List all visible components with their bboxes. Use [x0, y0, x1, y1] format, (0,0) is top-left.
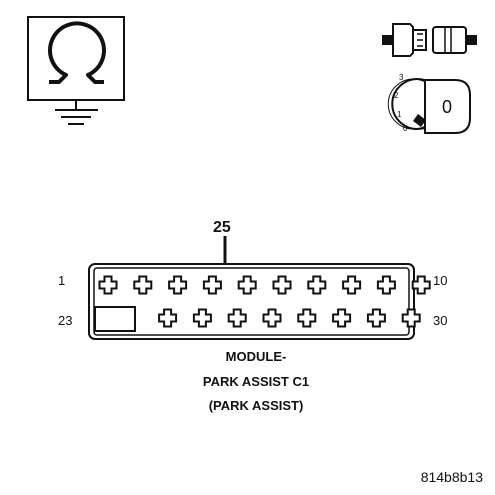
cavity-27 [297, 308, 317, 328]
cavity-10 [411, 275, 431, 295]
pin-label-30: 30 [433, 313, 447, 328]
cavity-23 [158, 308, 178, 328]
cavity-1 [98, 275, 118, 295]
cavity-28 [332, 308, 352, 328]
cavity-3 [168, 275, 188, 295]
key-position-3: 3 [399, 73, 404, 82]
key-position-0: 0 [403, 124, 408, 133]
cavity-26 [262, 308, 282, 328]
pin-label-23: 23 [58, 313, 72, 328]
caption-line-2: PARK ASSIST C1 [203, 374, 309, 389]
cavity-25 [227, 308, 247, 328]
cavity-5 [237, 275, 257, 295]
cavity-4 [202, 275, 222, 295]
cavity-2 [133, 275, 153, 295]
cavity-9 [376, 275, 396, 295]
connector-face [88, 263, 431, 340]
pin-label-1: 1 [58, 273, 65, 288]
callout-pin-number: 25 [213, 219, 231, 236]
cavity-29 [366, 308, 386, 328]
caption-line-1: MODULE- [226, 349, 287, 364]
key-position-2: 2 [394, 91, 399, 100]
cavity-8 [342, 275, 362, 295]
cavity-group [98, 275, 431, 328]
disconnected-connector-icon [382, 23, 477, 57]
pin-label-10: 10 [433, 273, 447, 288]
ignition-key-icon: 3 2 1 0 0 [387, 73, 471, 134]
cavity-6 [272, 275, 292, 295]
cavity-7 [307, 275, 327, 295]
key-label: 0 [442, 97, 452, 117]
cavity-30 [401, 308, 421, 328]
connector-latch [94, 306, 136, 332]
cavity-24 [192, 308, 212, 328]
ohmmeter-ground-icon [27, 16, 125, 125]
caption-line-3: (PARK ASSIST) [209, 398, 304, 413]
key-position-1: 1 [397, 110, 402, 119]
figure-id: 814b8b13 [421, 469, 484, 485]
